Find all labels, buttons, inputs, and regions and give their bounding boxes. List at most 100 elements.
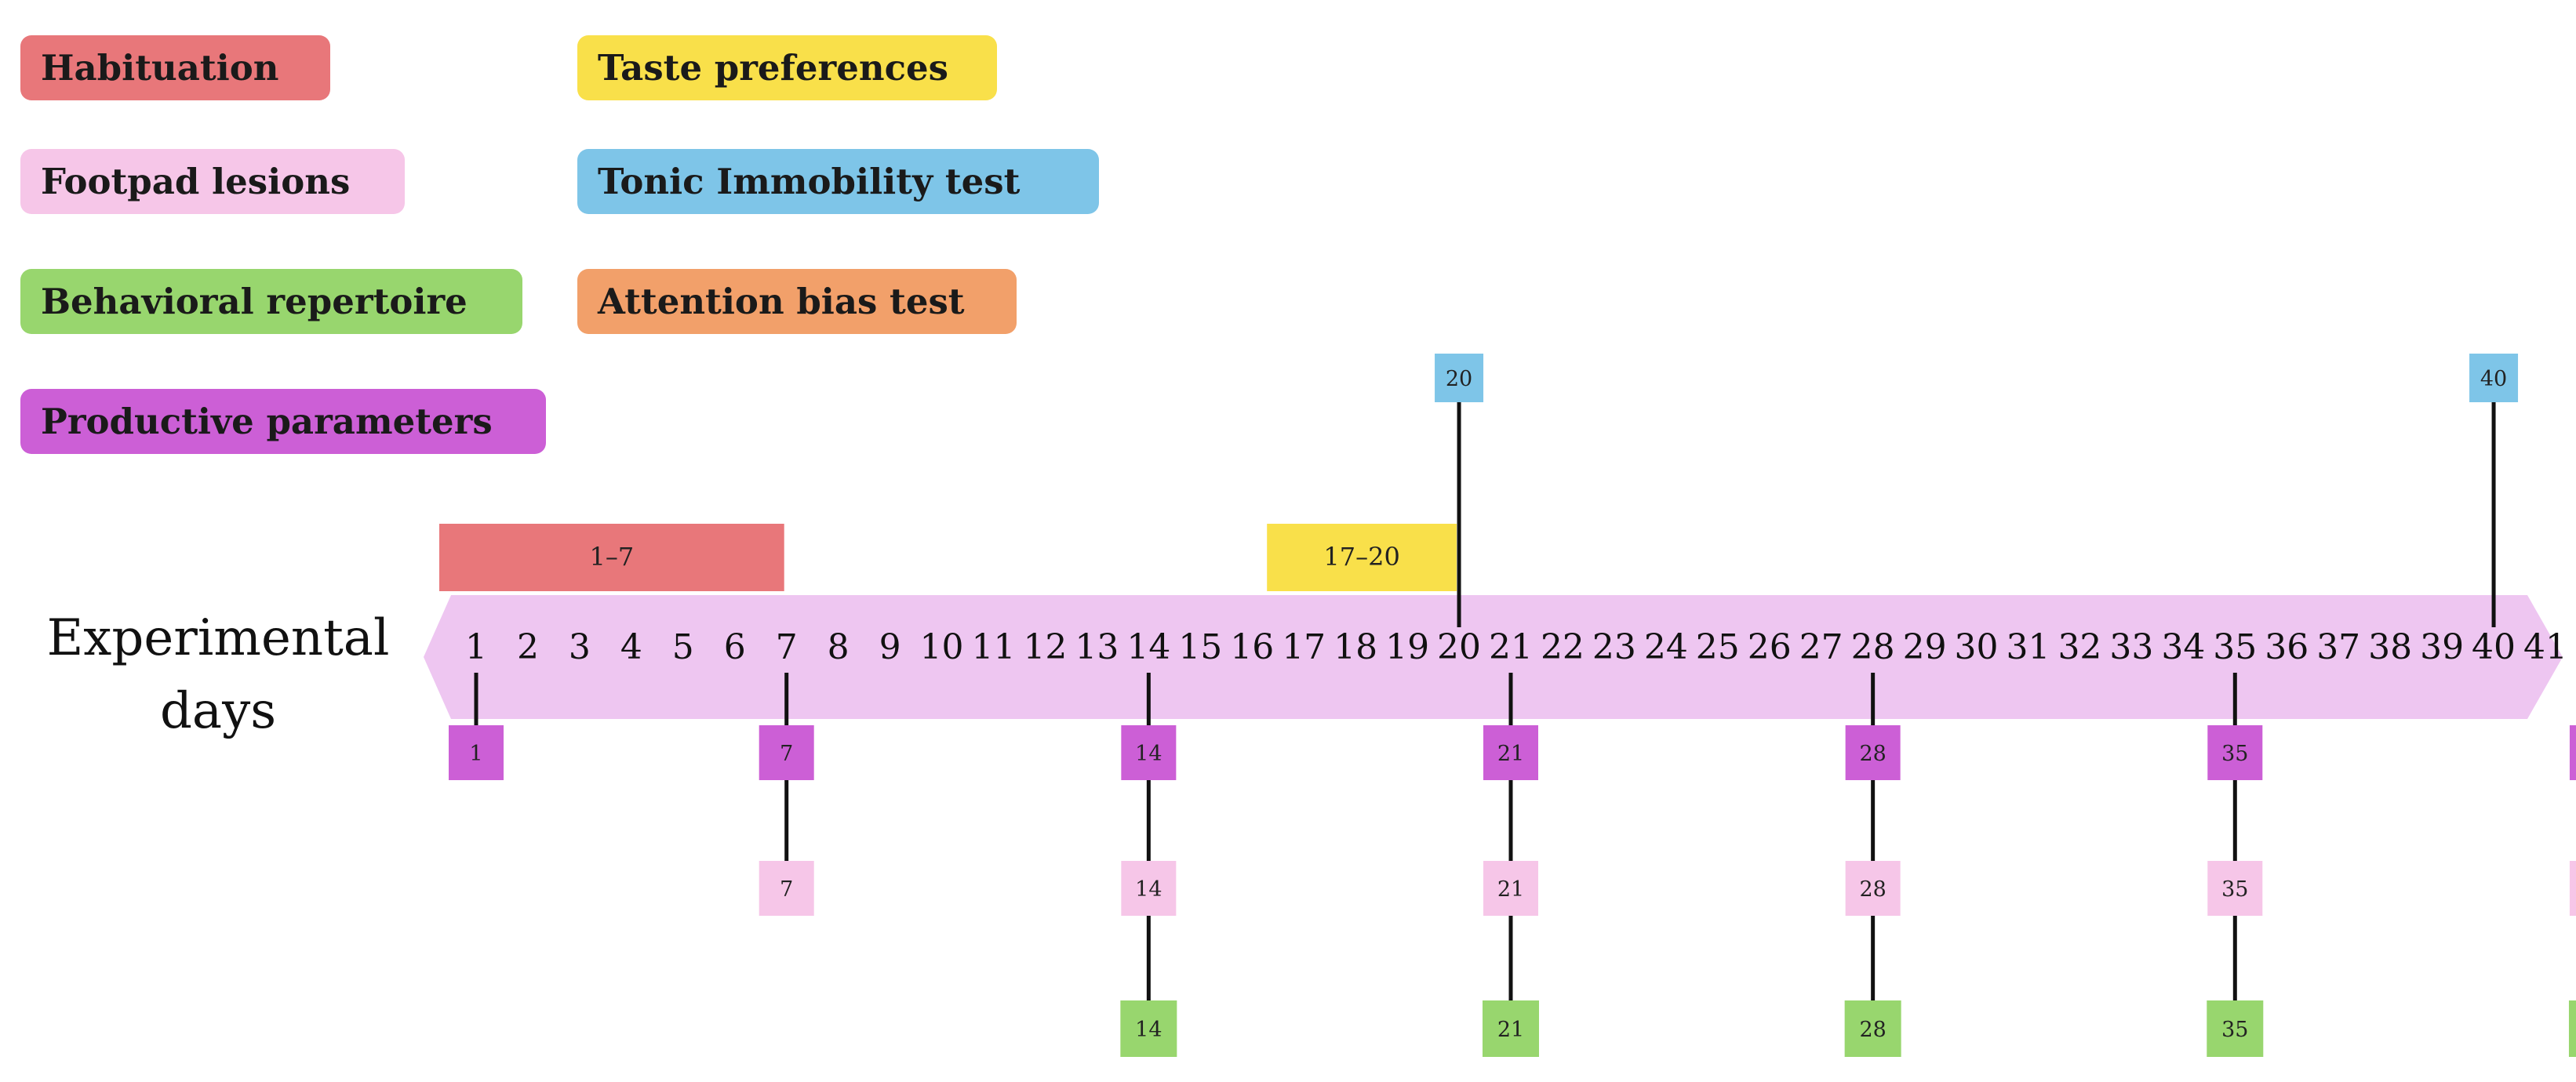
marker-box: 20 (1435, 354, 1484, 402)
marker-box: 40 (2469, 354, 2519, 402)
timeline-label-line1: Experimental (47, 609, 390, 667)
marker-box: 42 (2569, 725, 2576, 780)
day-label: 39 (2420, 627, 2464, 667)
marker-fill (759, 725, 814, 780)
day-label: 10 (920, 627, 964, 667)
day-label: 27 (1799, 627, 1843, 667)
marker-box: 7 (759, 861, 814, 916)
marker-label: 28 (1859, 1018, 1886, 1042)
marker-box: 42 (2569, 861, 2576, 916)
marker-fill (1435, 354, 1484, 402)
legend-swatch (20, 35, 330, 100)
legend-swatch (20, 269, 522, 334)
day-label: 18 (1333, 627, 1377, 667)
legend-label: Footpad lesions (41, 161, 350, 202)
periods: 1–7 17–20 (439, 524, 1457, 591)
day-label: 9 (879, 627, 901, 667)
legend-label: Attention bias test (597, 281, 965, 322)
marker-fill (1121, 861, 1177, 916)
legend-swatch (577, 35, 997, 100)
marker-fill (2568, 1000, 2576, 1057)
marker-box: 21 (1483, 725, 1538, 780)
marker-label: 40 (2480, 367, 2507, 391)
day-label: 32 (2058, 627, 2101, 667)
legend-item: Attention bias test (577, 269, 1017, 334)
day-label: 37 (2316, 627, 2360, 667)
marker-label: 35 (2221, 1018, 2248, 1042)
day-label: 2 (517, 627, 539, 667)
marker-fill (1483, 861, 1538, 916)
marker-fill (1483, 725, 1538, 780)
day-label: 33 (2109, 627, 2153, 667)
day-label: 21 (1489, 627, 1533, 667)
period-label: 17–20 (1323, 542, 1399, 572)
day-label: 30 (1955, 627, 1999, 667)
day-label: 4 (620, 627, 642, 667)
day-label: 20 (1437, 627, 1481, 667)
marker-box: 14 (1120, 1000, 1177, 1057)
marker-fill (1844, 1000, 1901, 1057)
marker-box: 42 (2568, 1000, 2576, 1057)
marker-fill (759, 861, 814, 916)
marker-label: 7 (780, 877, 793, 902)
marker-fill (449, 725, 504, 780)
day-label: 42 (2575, 627, 2576, 667)
period-fill (1267, 524, 1457, 591)
marker-label: 21 (1497, 877, 1524, 902)
legend-swatch (20, 389, 546, 454)
marker-label: 28 (1859, 877, 1886, 902)
legend-label: Behavioral repertoire (41, 281, 468, 322)
marker-label: 35 (2221, 742, 2248, 766)
marker-box: 28 (1845, 861, 1901, 916)
day-label: 41 (2523, 627, 2567, 667)
marker-label: 20 (1446, 367, 1472, 391)
day-label: 28 (1851, 627, 1895, 667)
marker-box: 28 (1844, 1000, 1901, 1057)
marker-label: 7 (780, 742, 793, 766)
markers: 204043171421283542714212835421421283542 (449, 354, 2576, 1057)
day-label: 5 (672, 627, 694, 667)
legend-label: Tonic Immobility test (598, 161, 1021, 202)
legend-item: Productive parameters (20, 389, 546, 454)
day-label: 22 (1541, 627, 1585, 667)
legend-label: Habituation (41, 47, 279, 89)
marker-fill (1483, 1000, 1539, 1057)
period-fill (439, 524, 784, 591)
marker-box: 7 (759, 725, 814, 780)
timeline-label-line2: days (160, 682, 276, 740)
marker-label: 14 (1135, 877, 1162, 902)
day-label: 35 (2213, 627, 2257, 667)
legend-item: Habituation (20, 35, 330, 100)
marker-fill (1120, 1000, 1177, 1057)
legend-item: Tonic Immobility test (577, 149, 1099, 214)
timeline-band-arrow (424, 595, 2563, 719)
timeline-band (424, 595, 2563, 719)
legend-item: Footpad lesions (20, 149, 405, 214)
day-label: 17 (1282, 627, 1326, 667)
marker-fill (1121, 725, 1177, 780)
day-label: 25 (1696, 627, 1740, 667)
marker-fill (2469, 354, 2519, 402)
day-label: 23 (1592, 627, 1636, 667)
day-label: 29 (1903, 627, 1947, 667)
marker-box: 21 (1483, 1000, 1539, 1057)
period-bar: 1–7 (439, 524, 784, 591)
day-label: 7 (776, 627, 798, 667)
day-label: 11 (972, 627, 1016, 667)
marker-box: 14 (1121, 861, 1177, 916)
legend-swatch (20, 149, 405, 214)
period-bar: 17–20 (1267, 524, 1457, 591)
day-label: 15 (1178, 627, 1222, 667)
legend-swatch (577, 149, 1099, 214)
day-label: 26 (1748, 627, 1792, 667)
marker-label: 1 (469, 742, 482, 766)
day-label: 12 (1023, 627, 1067, 667)
day-label: 38 (2368, 627, 2412, 667)
connectors (474, 402, 2496, 1000)
marker-box: 14 (1121, 725, 1177, 780)
marker-fill (2207, 725, 2263, 780)
legend-label: Productive parameters (41, 401, 493, 442)
legend-item: Taste preferences (577, 35, 997, 100)
